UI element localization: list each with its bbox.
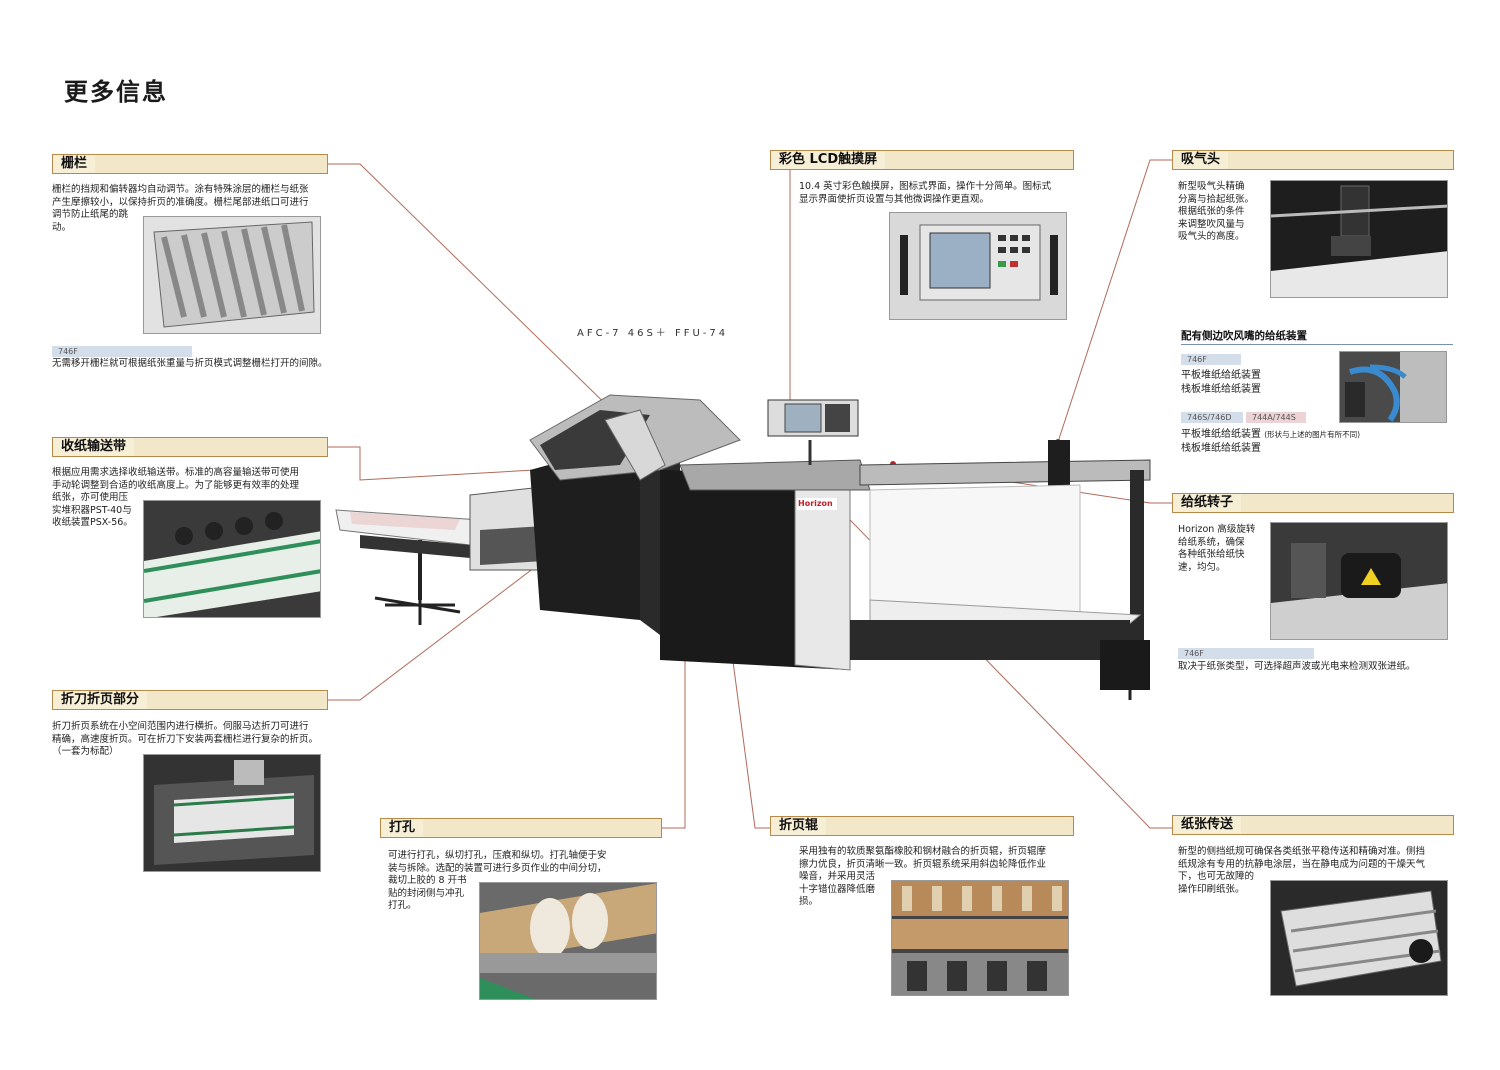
- knife-header: 折刀折页部分: [52, 690, 328, 710]
- knife-title: 折刀折页部分: [53, 691, 148, 709]
- knife-text-line: 折刀折页系统在小空间范围内进行横折。伺服马达折刀可进行: [52, 721, 309, 732]
- feed-rotor-note: 取决于纸张类型，可选择超声波或光电来检测双张进纸。: [1178, 661, 1416, 672]
- transport-text-line: 纸规涂有专用的抗静电涂层，当在静电成为问题的干燥天气: [1178, 858, 1426, 870]
- lcd-header: 彩色 LCD触摸屏: [770, 150, 1074, 170]
- feed-rotor-tag: 746F: [1178, 648, 1314, 659]
- feeder-items-1: 平板堆纸给纸装置 栈板堆纸给纸装置: [1181, 369, 1321, 397]
- suction-text-line: 吸气头的高度。: [1178, 231, 1245, 242]
- fence-text-line: 动。: [52, 221, 72, 233]
- transport-text-line: 下，也可无故障的: [1178, 871, 1255, 882]
- fence-model-tag: 746F: [52, 346, 192, 357]
- perforation-title: 打孔: [381, 819, 424, 837]
- lcd-text: 10.4 英寸彩色触摸屏，图标式界面，操作十分简单。图标式 显示界面使折页设置与…: [799, 181, 1079, 206]
- feed-rotor-header: 给纸转子: [1172, 493, 1454, 513]
- fence-text: 栅栏的挡规和偏转器均自动调节。涂有特殊涂层的栅栏与纸张 产生摩擦较小，以保持折页…: [52, 184, 332, 234]
- delivery-text: 根据应用需求选择收纸输送带。标准的高容量输送带可使用 手动轮调整到合适的收纸高度…: [52, 467, 332, 530]
- machine-brand-label: Horizon: [798, 499, 833, 508]
- lcd-text-line: 显示界面使折页设置与其他微调操作更直观。: [799, 193, 990, 205]
- feeder-item: 平板堆纸给纸装置: [1181, 429, 1261, 440]
- feed-rotor-text: Horizon 高级旋转 给纸系统，确保 各种纸张给纸快 速，均匀。: [1178, 524, 1270, 574]
- feeder-tag-744a: 744A/744S: [1246, 412, 1306, 423]
- feed-rotor-text-line: 速，均匀。: [1178, 561, 1226, 573]
- rollers-text: 采用独有的软质聚氨酯橡胶和钢材融合的折页辊，折页辊摩 擦力优良，折页清晰一致。折…: [799, 846, 1079, 909]
- fence-text-line: 产生摩擦较小，以保持折页的准确度。栅栏尾部进纸口可进行: [52, 196, 309, 208]
- rollers-title: 折页辊: [771, 817, 827, 835]
- suction-text-line: 分离与拾起纸张。: [1178, 193, 1255, 205]
- transport-header: 纸张传送: [1172, 815, 1454, 835]
- perforation-text-line: 可进行打孔，纵切打孔，压痕和纵切。打孔轴便于安: [388, 850, 607, 861]
- feeder-item-note: (形状与上述的图片有所不同): [1264, 430, 1361, 439]
- delivery-photo: [143, 500, 321, 618]
- rollers-text-line: 采用独有的软质聚氨酯橡胶和钢材融合的折页辊，折页辊摩: [799, 846, 1047, 857]
- suction-photo: [1270, 180, 1448, 298]
- perforation-text-line: 贴的封闭侧与冲孔: [388, 887, 465, 899]
- feeder-item: 栈板堆纸给纸装置: [1181, 443, 1261, 454]
- rollers-photo: [891, 880, 1069, 996]
- page-title: 更多信息: [64, 78, 168, 106]
- transport-title: 纸张传送: [1173, 816, 1242, 834]
- rollers-header: 折页辊: [770, 816, 1074, 836]
- rollers-text-line: 擦力优良，折页清晰一致。折页辊系统采用斜齿轮降低作业: [799, 858, 1047, 870]
- delivery-text-line: 收纸装置PSX-56。: [52, 517, 133, 528]
- suction-text-line: 根据纸张的条件: [1178, 206, 1245, 217]
- delivery-text-line: 纸张，亦可使用压: [52, 492, 129, 503]
- model-label: AFC-7 46S＋ FFU-74: [577, 328, 729, 339]
- suction-title: 吸气头: [1173, 151, 1229, 169]
- rollers-text-line: 十字错位器降低磨: [799, 883, 876, 895]
- fence-title: 栅栏: [53, 155, 96, 173]
- perforation-photo: [479, 882, 657, 1000]
- feed-rotor-photo: [1270, 522, 1448, 640]
- feed-rotor-title: 给纸转子: [1173, 494, 1242, 512]
- transport-text: 新型的侧挡纸规可确保各类纸张平稳传送和精确对准。侧挡 纸规涂有专用的抗静电涂层，…: [1178, 846, 1463, 896]
- perforation-text-line: 装与拆除。选配的装置可进行多页作业的中间分切，: [388, 862, 607, 874]
- perforation-text-line: 打孔。: [388, 900, 417, 911]
- feeder-items-2: 平板堆纸给纸装置 (形状与上述的图片有所不同) 栈板堆纸给纸装置: [1181, 428, 1441, 456]
- lcd-text-line: 10.4 英寸彩色触摸屏，图标式界面，操作十分简单。图标式: [799, 181, 1052, 192]
- delivery-header: 收纸输送带: [52, 437, 328, 457]
- feed-rotor-text-line: Horizon 高级旋转: [1178, 524, 1256, 535]
- transport-photo: [1270, 880, 1448, 996]
- delivery-text-line: 实堆积器PST-40与: [52, 504, 132, 516]
- folding-machine-illustration: [335, 394, 1151, 700]
- rollers-text-line: 噪音，并采用灵活: [799, 871, 876, 882]
- feeder-options-title: 配有侧边吹风嘴的给纸装置: [1181, 330, 1307, 342]
- knife-text: 折刀折页系统在小空间范围内进行横折。伺服马达折刀可进行 精确，高速度折页。可在折…: [52, 721, 342, 759]
- feed-rotor-text-line: 各种纸张给纸快: [1178, 549, 1245, 560]
- transport-text-line: 新型的侧挡纸规可确保各类纸张平稳传送和精确对准。侧挡: [1178, 846, 1426, 857]
- feeder-tag-746s: 746S/746D: [1181, 412, 1243, 423]
- feeder-options-photo: [1339, 351, 1447, 423]
- delivery-text-line: 手动轮调整到合适的收纸高度上。为了能够更有效率的处理: [52, 479, 300, 491]
- fence-text-line: 调节防止纸尾的跳: [52, 209, 129, 220]
- suction-text-line: 新型吸气头精确: [1178, 181, 1245, 192]
- perforation-header: 打孔: [380, 818, 662, 838]
- feed-rotor-text-line: 给纸系统，确保: [1178, 536, 1245, 548]
- knife-photo: [143, 754, 321, 872]
- suction-text-line: 来调整吹风量与: [1178, 218, 1245, 230]
- suction-header: 吸气头: [1172, 150, 1454, 170]
- suction-text: 新型吸气头精确 分离与拾起纸张。 根据纸张的条件 来调整吹风量与 吸气头的高度。: [1178, 181, 1268, 244]
- perforation-text: 可进行打孔，纵切打孔，压痕和纵切。打孔轴便于安 装与拆除。选配的装置可进行多页作…: [388, 850, 628, 913]
- feeder-options-rule: [1181, 344, 1453, 345]
- feeder-item-3: 平板堆纸给纸装置 (形状与上述的图片有所不同): [1181, 428, 1441, 442]
- feeder-tag-746f: 746F: [1181, 354, 1241, 365]
- knife-text-line: 精确，高速度折页。可在折刀下安装两套栅栏进行复杂的折页。: [52, 733, 319, 745]
- delivery-title: 收纸输送带: [53, 438, 135, 456]
- feeder-item: 平板堆纸给纸装置: [1181, 370, 1261, 381]
- fence-text-line: 栅栏的挡规和偏转器均自动调节。涂有特殊涂层的栅栏与纸张: [52, 184, 309, 195]
- perforation-text-line: 裁切上胶的 8 开书: [388, 875, 467, 886]
- lcd-title: 彩色 LCD触摸屏: [771, 151, 886, 169]
- fence-photo: [143, 216, 321, 334]
- fence-header: 栅栏: [52, 154, 328, 174]
- lcd-photo: [889, 212, 1067, 320]
- knife-text-line: （一套为标配）: [52, 746, 119, 757]
- fence-note: 无需移开栅栏就可根据纸张重量与折页模式调整栅栏打开的间隙。: [52, 358, 328, 369]
- transport-text-line: 操作印刷纸张。: [1178, 883, 1245, 895]
- delivery-text-line: 根据应用需求选择收纸输送带。标准的高容量输送带可使用: [52, 467, 300, 478]
- feeder-item: 栈板堆纸给纸装置: [1181, 384, 1261, 395]
- rollers-text-line: 损。: [799, 896, 819, 907]
